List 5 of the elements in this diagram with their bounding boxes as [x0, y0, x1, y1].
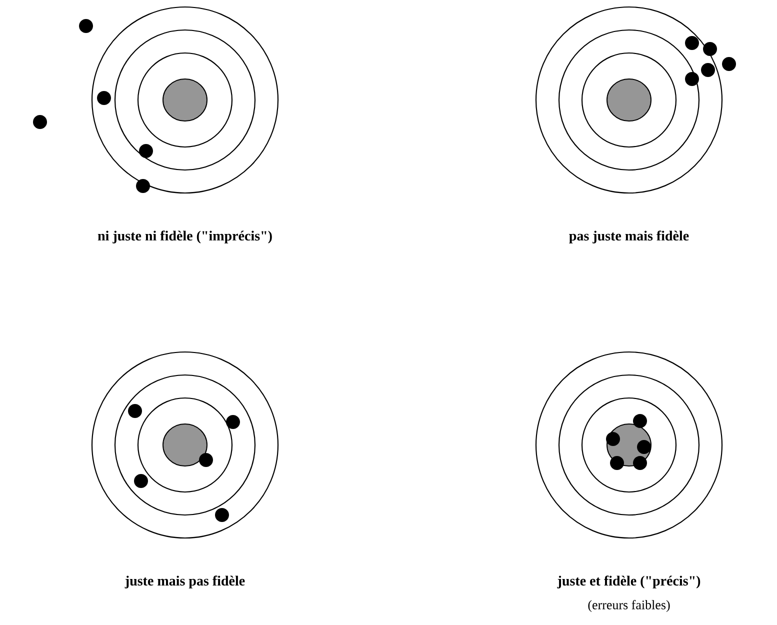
caption-text: pas juste mais fidèle [569, 230, 689, 244]
caption-text: (erreurs faibles) [588, 600, 670, 612]
caption-text: juste mais pas fidèle [124, 576, 245, 588]
caption-text: ni juste ni fidèle ("imprécis") [98, 230, 272, 244]
caption-text: juste et fidèle ("précis") [557, 576, 700, 588]
